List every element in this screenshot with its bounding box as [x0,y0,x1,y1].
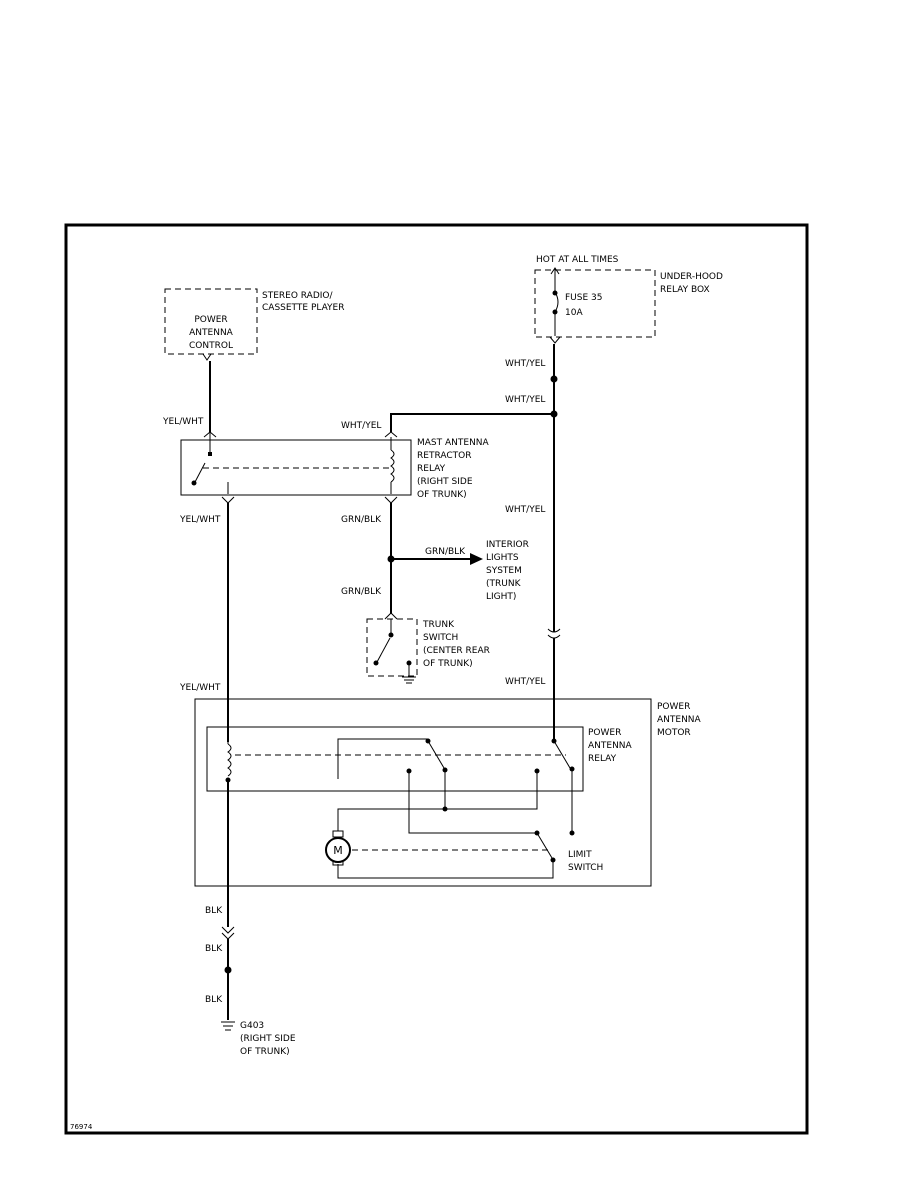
motor-symbol: M [333,844,343,857]
diagram-frame [64,223,809,1135]
ground-label-3: OF TRUNK) [240,1047,290,1057]
hot-at-all-times: HOT AT ALL TIMES [536,255,619,265]
motor-label-3: MOTOR [657,728,691,738]
limit-switch: LIMIT SWITCH [568,850,603,873]
wire-yel-wht-1: YEL/WHT [162,417,204,427]
mast-relay-label-3: RELAY [417,464,446,474]
mast-antenna-relay: MAST ANTENNA RETRACTOR RELAY (RIGHT SIDE… [180,438,490,500]
stereo-inner-1: POWER [194,315,227,325]
trunk-label-2: SWITCH [423,633,458,643]
stereo-label-2: CASSETTE PLAYER [262,303,344,313]
limit-label-2: SWITCH [568,863,603,873]
motor-icon [325,837,351,863]
wire-wht-yel-2: WHT/YEL [505,395,545,405]
wire-wht-yel-5: WHT/YEL [505,677,545,687]
interior-label-3: SYSTEM [486,566,522,576]
interior-label-4: (TRUNK [486,579,522,589]
ground-label-2: (RIGHT SIDE [240,1034,296,1044]
motor-label-1: POWER [657,702,690,712]
stereo-inner-3: CONTROL [189,341,233,351]
underhood-label-2: RELAY BOX [660,285,710,295]
wire-blk-3: BLK [205,995,223,1005]
relay-label-3: RELAY [588,754,617,764]
mast-relay-label-5: OF TRUNK) [417,490,467,500]
wire-grn-blk-1: GRN/BLK [341,515,382,525]
wire-wht-yel-1: WHT/YEL [505,359,545,369]
fuse-rating: 10A [565,308,583,318]
motor-label-2: ANTENNA [657,715,702,725]
underhood-relay-box: HOT AT ALL TIMES FUSE 35 10A UNDER-HOOD … [534,255,723,338]
wire-grn-blk-2: GRN/BLK [425,547,466,557]
trunk-label-1: TRUNK [422,620,455,630]
trunk-switch: TRUNK SWITCH (CENTER REAR OF TRUNK) [366,618,490,677]
trunk-label-4: OF TRUNK) [423,659,473,669]
power-antenna-motor: POWER ANTENNA MOTOR [194,698,702,887]
mast-relay-label-2: RETRACTOR [417,451,471,461]
wire-wht-yel-3: WHT/YEL [341,421,381,431]
stereo-radio: POWER ANTENNA CONTROL STEREO RADIO/ CASS… [164,288,344,355]
relay-label-2: ANTENNA [588,741,633,751]
interior-label-5: LIGHT) [486,592,516,602]
trunk-label-3: (CENTER REAR [423,646,490,656]
stereo-inner-2: ANTENNA [189,328,234,338]
ground-label-1: G403 [240,1021,264,1031]
wire-yel-wht-3: YEL/WHT [179,683,221,693]
underhood-label-1: UNDER-HOOD [660,272,723,282]
interior-lights: INTERIOR LIGHTS SYSTEM (TRUNK LIGHT) [486,540,529,602]
wire-blk-1: BLK [205,906,223,916]
limit-label-1: LIMIT [568,850,592,860]
interior-label-1: INTERIOR [486,540,529,550]
interior-label-2: LIGHTS [486,553,519,563]
ground-g403: G403 (RIGHT SIDE OF TRUNK) [240,1021,296,1057]
wire-grn-blk-3: GRN/BLK [341,587,382,597]
wire-yel-wht-2: YEL/WHT [179,515,221,525]
mast-relay-label-1: MAST ANTENNA [417,438,490,448]
fuse-label: FUSE 35 [565,293,602,303]
wire-wht-yel-4: WHT/YEL [505,505,545,515]
power-antenna-relay: POWER ANTENNA RELAY [206,726,633,792]
stereo-label-1: STEREO RADIO/ [262,291,333,301]
figure-id: 76974 [70,1123,93,1131]
wire-blk-2: BLK [205,944,223,954]
mast-relay-label-4: (RIGHT SIDE [417,477,473,487]
relay-label-1: POWER [588,728,621,738]
